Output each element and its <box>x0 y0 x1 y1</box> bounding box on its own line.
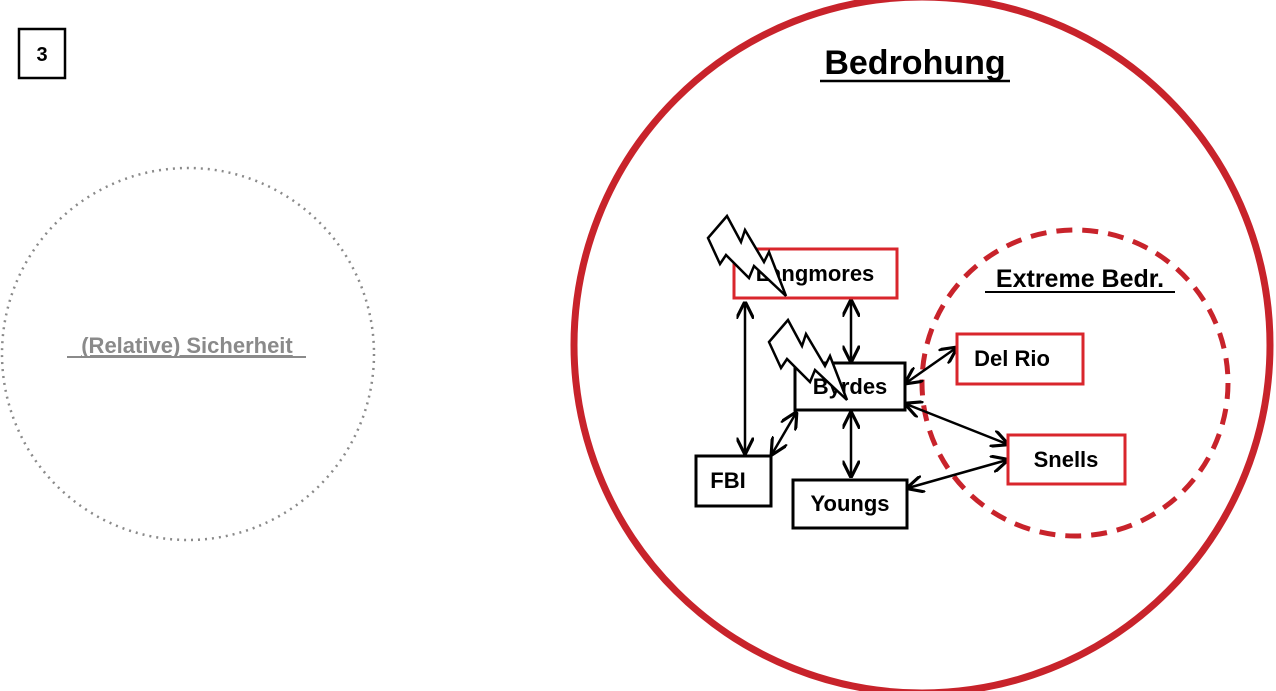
threat-circle <box>570 0 1274 691</box>
lightning-bolt-icon <box>706 213 788 297</box>
arrow-byrdes-snells <box>906 404 1007 444</box>
safety-circle <box>0 166 376 542</box>
arrow-fbi-byrdes <box>772 413 796 454</box>
extreme-title: Extreme Bedr. <box>996 265 1164 293</box>
figure-number: 3 <box>36 44 47 66</box>
node-delrio-box <box>955 332 1085 386</box>
node-delrio-label: Del Rio <box>974 346 1050 371</box>
node-fbi-label: FBI <box>710 468 745 493</box>
arrow-youngs-snells <box>908 460 1007 488</box>
figure-number-box <box>17 27 67 80</box>
threat-title: Bedrohung <box>824 44 1005 82</box>
connectors <box>745 301 1007 488</box>
node-youngs-label: Youngs <box>810 491 889 516</box>
safety-label: (Relative) Sicherheit <box>81 333 293 358</box>
node-snells-label: Snells <box>1034 447 1099 472</box>
lightning-bolt-icon <box>767 317 849 401</box>
node-youngs-box <box>791 478 909 530</box>
arrow-byrdes-delrio <box>906 348 956 383</box>
node-fbi-box <box>694 454 773 508</box>
node-snells-box <box>1006 433 1127 486</box>
